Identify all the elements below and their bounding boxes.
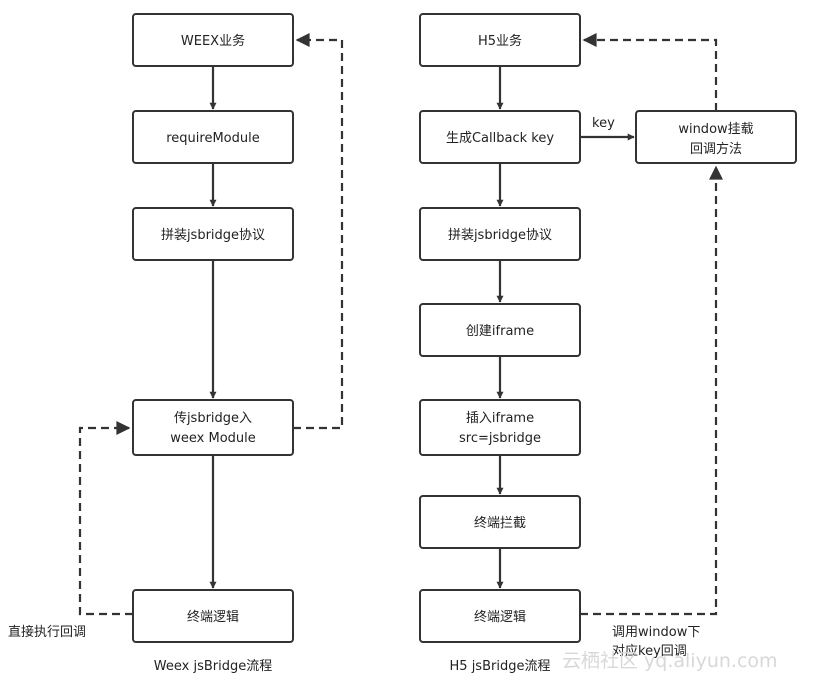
node-assemble-protocol-right: 拼装jsbridge协议 (419, 207, 581, 261)
node-window-mount: window挂载 回调方法 (635, 110, 797, 164)
node-weex-business: WEEX业务 (132, 13, 294, 67)
node-label-line2: weex Module (170, 431, 256, 446)
node-label-line1: 插入iframe (466, 411, 534, 426)
node-terminal-logic-left: 终端逻辑 (132, 589, 294, 643)
label-key: key (592, 116, 615, 131)
edge-dashed-direct-callback (78, 421, 133, 616)
node-terminal-logic-right: 终端逻辑 (419, 589, 581, 643)
node-label: 拼装jsbridge协议 (161, 228, 265, 243)
caption-weex: Weex jsBridge流程 (154, 659, 272, 674)
node-pass-to-module: 传jsbridge入 weex Module (132, 399, 294, 456)
node-require-module: requireModule (132, 110, 294, 164)
node-label-line2: src=jsbridge (459, 431, 541, 446)
node-label: 拼装jsbridge协议 (448, 228, 552, 243)
node-label: 创建iframe (466, 324, 534, 339)
label-call-window-line2: 对应key回调 (612, 643, 687, 659)
watermark: 云栖社区 yq.aliyun.com (562, 650, 778, 672)
node-label-line2: 回调方法 (690, 141, 742, 157)
node-terminal-intercept: 终端拦截 (419, 495, 581, 549)
node-label: 终端逻辑 (474, 609, 526, 625)
edge-dashed-return-to-weex (293, 33, 344, 430)
node-label: 生成Callback key (446, 131, 554, 146)
node-label: 终端拦截 (474, 515, 526, 531)
caption-h5: H5 jsBridge流程 (450, 659, 551, 674)
node-assemble-protocol-left: 拼装jsbridge协议 (132, 207, 294, 261)
node-label-line1: window挂载 (678, 122, 753, 137)
node-h5-business: H5业务 (419, 13, 581, 67)
node-insert-iframe: 插入iframe src=jsbridge (419, 399, 581, 456)
node-label: H5业务 (478, 33, 522, 49)
node-create-iframe: 创建iframe (419, 303, 581, 357)
node-label: requireModule (166, 131, 260, 146)
label-call-window-line1: 调用window下 (612, 625, 700, 640)
label-direct-callback: 直接执行回调 (8, 624, 86, 640)
edge-dashed-window-to-h5 (582, 33, 718, 111)
node-label-line1: 传jsbridge入 (174, 411, 252, 426)
node-label: WEEX业务 (181, 33, 245, 49)
node-gen-callback-key: 生成Callback key (419, 110, 581, 164)
node-label: 终端逻辑 (187, 609, 239, 625)
edge-dashed-call-window-key (580, 165, 723, 616)
